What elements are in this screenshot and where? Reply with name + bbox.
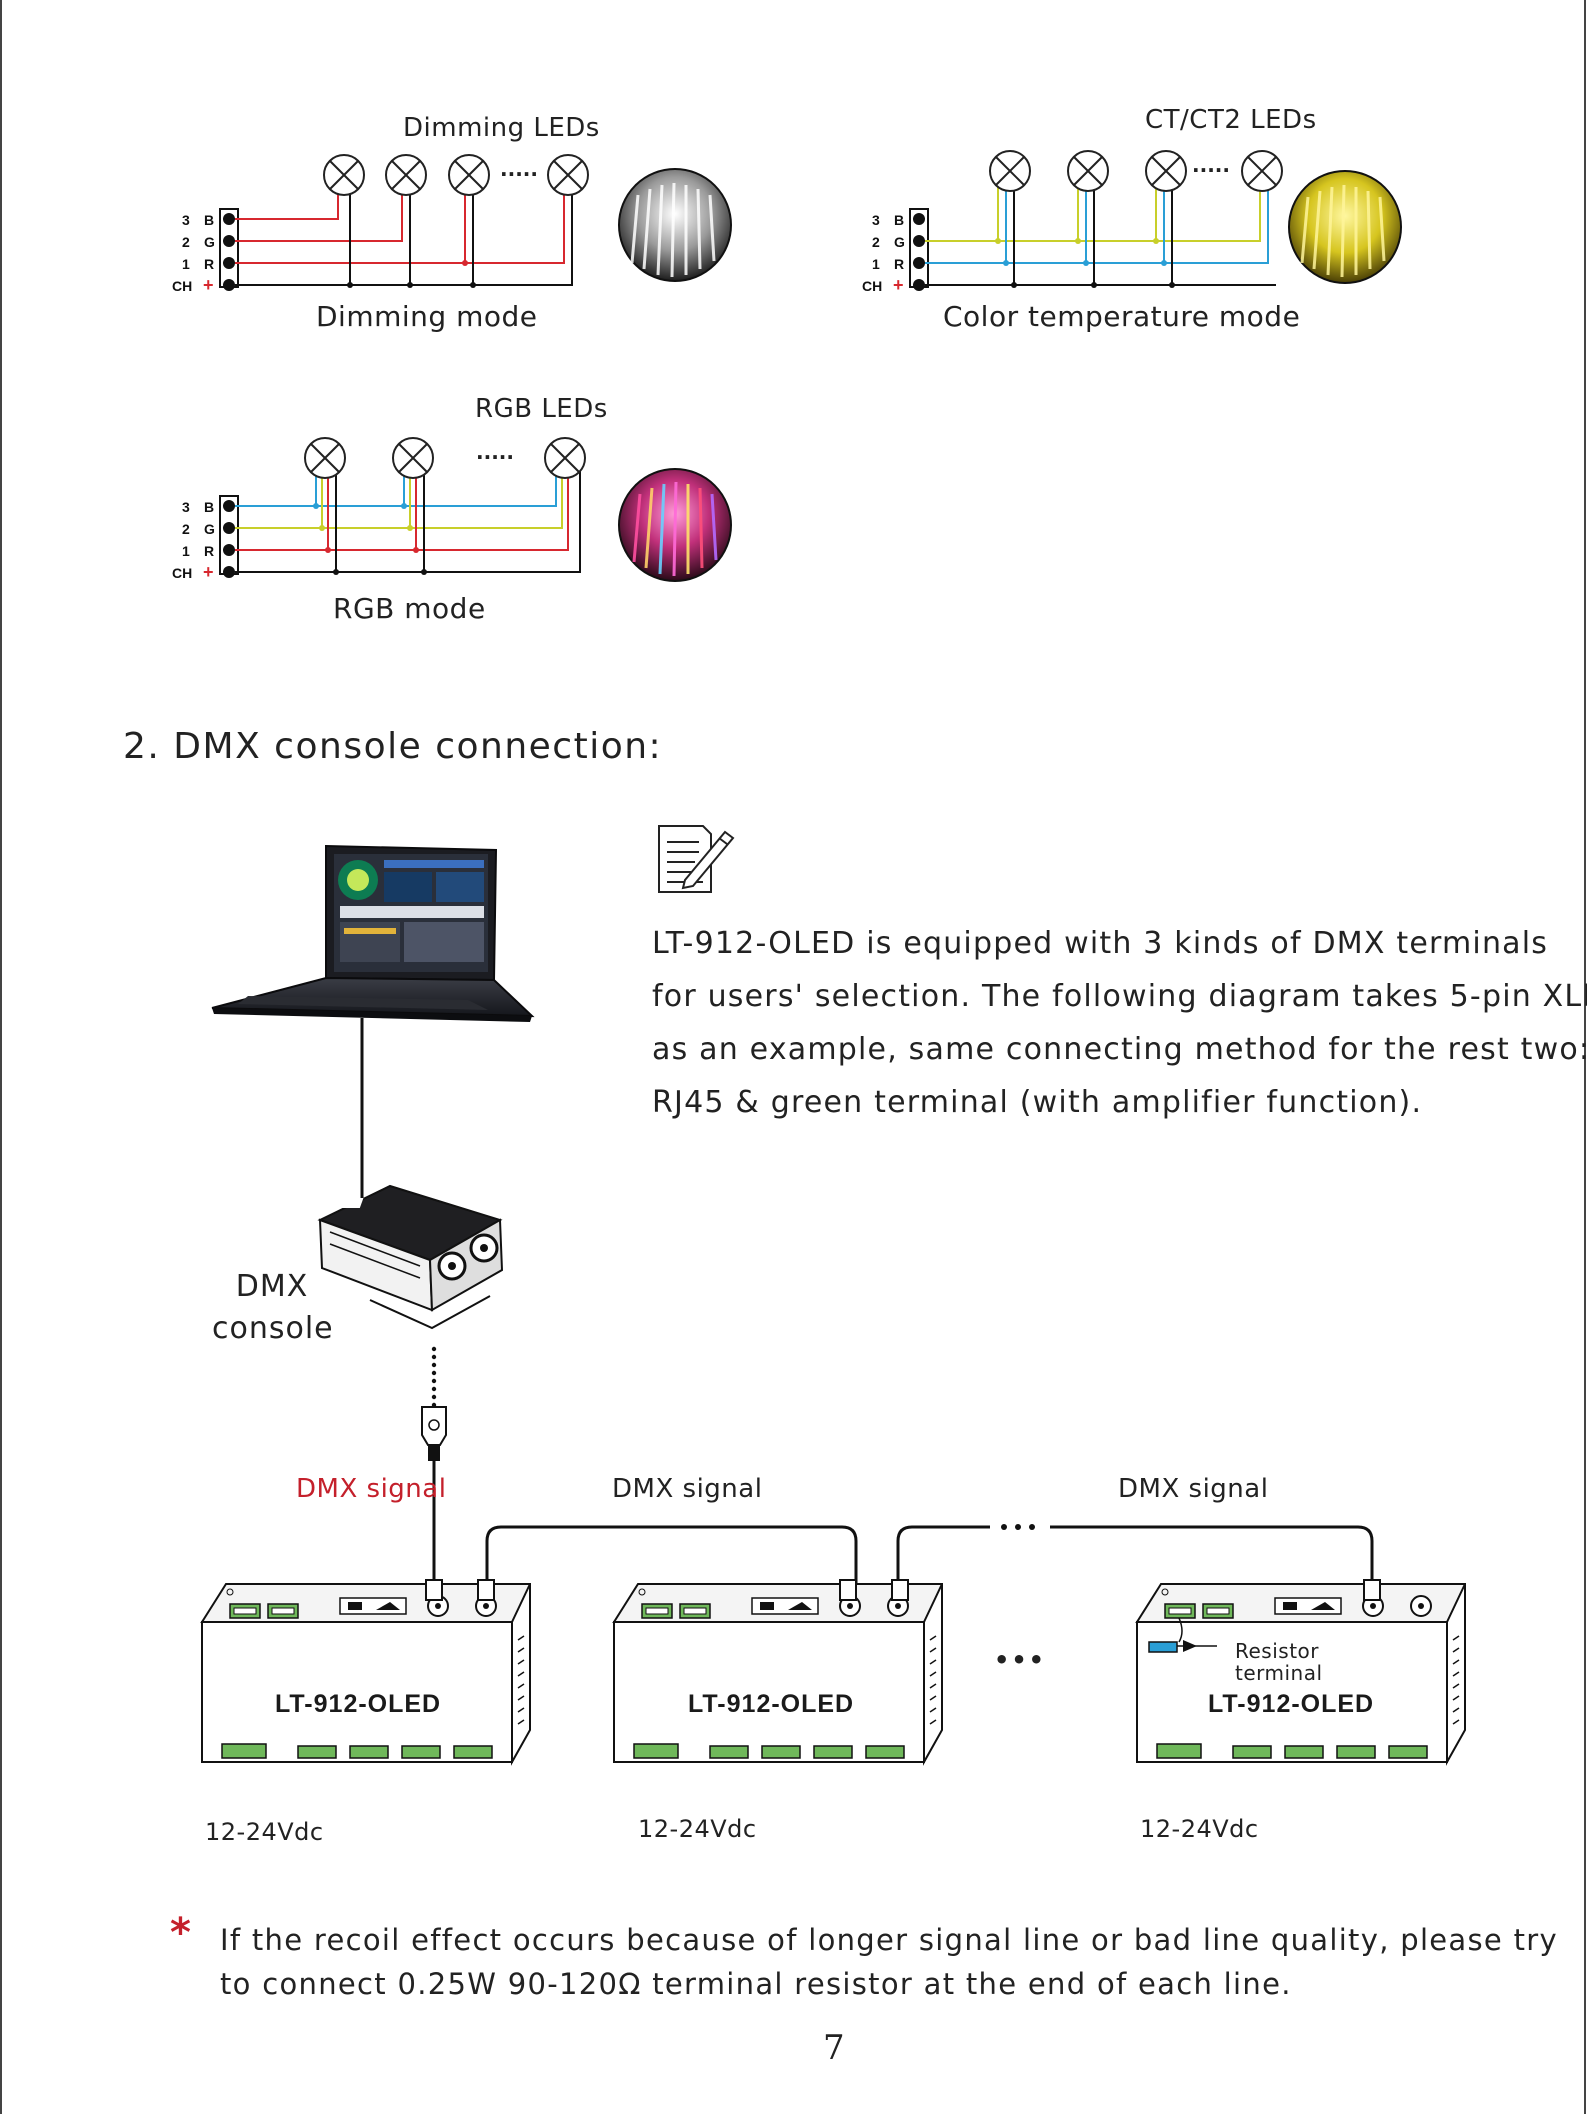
svg-text:·····: ····· — [500, 162, 538, 186]
wire-g — [235, 185, 403, 242]
svg-text:G: G — [204, 521, 215, 537]
footnote-star: * — [170, 1910, 191, 1956]
svg-text:·····: ····· — [476, 445, 514, 469]
daisy-chain-cables — [432, 1524, 1374, 1583]
device-3-voltage: 12-24Vdc — [1140, 1815, 1259, 1843]
svg-text:CH: CH — [862, 278, 882, 294]
svg-text:R: R — [204, 543, 214, 559]
note-line: for users' selection. The following diag… — [652, 979, 1587, 1014]
svg-text:1: 1 — [182, 543, 190, 559]
dmx-console-label-line1: DMX — [235, 1269, 309, 1304]
white-led-photo — [618, 168, 732, 282]
rgb-leds-title: RGB LEDs — [475, 394, 608, 424]
lamp-icons — [323, 154, 589, 196]
page-border-right — [1584, 0, 1586, 2114]
device-3-model: LT-912-OLED — [1208, 1690, 1375, 1718]
device-2-model: LT-912-OLED — [688, 1690, 855, 1718]
controller-device-1 — [200, 1583, 531, 1766]
svg-text:1: 1 — [872, 256, 880, 272]
svg-text:3: 3 — [182, 499, 190, 515]
svg-text:3: 3 — [872, 212, 880, 228]
resistor-label-line2: terminal — [1235, 1661, 1323, 1685]
svg-text:2: 2 — [182, 521, 190, 537]
device-2-voltage: 12-24Vdc — [638, 1815, 757, 1843]
lamp-icons — [304, 437, 586, 479]
svg-text:G: G — [204, 234, 215, 250]
svg-text:G: G — [894, 234, 905, 250]
device-2-cable-plugs — [839, 1579, 909, 1601]
junction-dots — [347, 260, 476, 288]
svg-text:B: B — [204, 212, 214, 228]
device-3-cable-plug — [1363, 1579, 1381, 1601]
wire-b — [235, 185, 339, 220]
note-line: LT-912-OLED is equipped with 3 kinds of … — [652, 926, 1549, 961]
footnote-text: If the recoil effect occurs because of l… — [220, 1918, 1558, 2006]
svg-text:·····: ····· — [1192, 158, 1230, 182]
resistor-label-line1: Resistor — [1235, 1639, 1319, 1663]
laptop-illustration — [211, 844, 535, 1022]
ct-leds-title: CT/CT2 LEDs — [1145, 105, 1317, 135]
note-paragraph: LT-912-OLED is equipped with 3 kinds of … — [652, 917, 1587, 1129]
svg-text:R: R — [894, 256, 904, 272]
device-1-model: LT-912-OLED — [275, 1690, 442, 1718]
svg-text:CH: CH — [172, 278, 192, 294]
dmx-console-label: DMX console — [212, 1266, 334, 1350]
wire-common — [235, 185, 573, 286]
svg-text:B: B — [894, 212, 904, 228]
svg-text:R: R — [204, 256, 214, 272]
section-title: 2. DMX console connection: — [123, 726, 663, 767]
svg-text:CH: CH — [172, 565, 192, 581]
svg-text:+: + — [203, 562, 214, 582]
dimming-mode-label: Dimming mode — [316, 300, 538, 333]
dmx-signal-label-1: DMX signal — [296, 1474, 447, 1504]
page-border-left — [0, 0, 2, 2114]
resistor-terminal-label: Resistor terminal — [1235, 1640, 1323, 1684]
page-number: 7 — [823, 2028, 845, 2068]
footnote-line: If the recoil effect occurs because of l… — [220, 1923, 1558, 1957]
note-pencil-icon — [658, 825, 735, 893]
dmx-signal-label-3: DMX signal — [1118, 1474, 1269, 1504]
note-line: RJ45 & green terminal (with amplifier fu… — [652, 1085, 1423, 1120]
rgb-mode-label: RGB mode — [333, 592, 486, 625]
svg-text:2: 2 — [872, 234, 880, 250]
svg-text:+: + — [893, 275, 904, 295]
ct-mode-label: Color temperature mode — [943, 300, 1301, 333]
xlr-plug-connection — [421, 1346, 447, 1525]
svg-text:2: 2 — [182, 234, 190, 250]
svg-text:+: + — [203, 275, 214, 295]
rgb-led-photo — [618, 468, 732, 582]
yellow-led-photo — [1288, 170, 1402, 284]
svg-text:3: 3 — [182, 212, 190, 228]
footnote-line: to connect 0.25W 90-120Ω terminal resist… — [220, 1967, 1292, 2001]
device-1-voltage: 12-24Vdc — [205, 1818, 324, 1846]
svg-text:B: B — [204, 499, 214, 515]
wire-r — [235, 185, 565, 264]
chain-continuation-dots: ••• — [994, 1646, 1047, 1674]
device-1-cable-plugs — [425, 1579, 495, 1601]
usb-cable — [360, 1018, 364, 1208]
svg-text:1: 1 — [182, 256, 190, 272]
lamp-icons — [989, 150, 1283, 192]
dimming-leds-title: Dimming LEDs — [403, 113, 600, 143]
dmx-signal-label-2: DMX signal — [612, 1474, 763, 1504]
note-line: as an example, same connecting method fo… — [652, 1032, 1587, 1067]
controller-device-3 — [1135, 1583, 1466, 1766]
dmx-console-device — [317, 1184, 504, 1330]
dmx-console-label-line2: console — [212, 1311, 334, 1346]
